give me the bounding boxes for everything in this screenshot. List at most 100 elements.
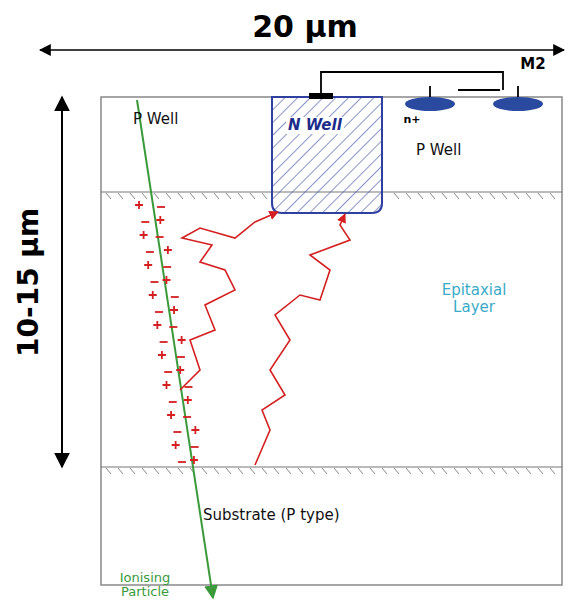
hole-sign [172, 441, 180, 449]
hole-sign [178, 336, 186, 344]
epitaxial-layer: Epitaxial Layer [101, 192, 562, 467]
hatch-tick [226, 193, 231, 199]
electron-sign [173, 431, 181, 433]
hatch-tick [442, 468, 447, 474]
substrate-boundary [101, 466, 562, 467]
p-well-region: P Well [101, 97, 272, 192]
electron-sign [163, 266, 171, 268]
hatch-tick [310, 468, 315, 474]
hatch-tick [538, 193, 543, 199]
electron-sign [178, 461, 186, 463]
gate [458, 89, 500, 91]
hatch-tick [382, 468, 387, 474]
charge-drift-paths [180, 212, 350, 465]
hatch-tick [214, 468, 219, 474]
electron-sign [141, 221, 149, 223]
hatch-tick [190, 193, 195, 199]
hatch-tick [514, 193, 519, 199]
hole-sign [149, 291, 157, 299]
depth-dimension-label: 10-15 µm [15, 207, 46, 356]
metal-wire [321, 72, 503, 93]
hatch-tick [154, 193, 159, 199]
hatch-tick [106, 193, 111, 199]
electron-sign [191, 446, 199, 448]
sensor-block [101, 97, 562, 585]
hatch-tick [526, 193, 531, 199]
hatch-tick [202, 468, 207, 474]
hatch-tick [118, 193, 123, 199]
hatch-tick [334, 468, 339, 474]
electron-sign [155, 311, 163, 313]
hatch-tick [286, 468, 291, 474]
hatch-tick [154, 468, 159, 474]
hole-sign [156, 216, 164, 224]
hatch-tick [454, 468, 459, 474]
hatch-tick [418, 193, 423, 199]
particle-track [137, 100, 213, 598]
hatch-tick [142, 193, 147, 199]
hatch-tick [166, 193, 171, 199]
hatch-tick [214, 193, 219, 199]
hatch-tick [550, 193, 555, 199]
electron-sign [156, 236, 164, 238]
electron-sign [169, 326, 177, 328]
hatch-tick [130, 193, 135, 199]
hatch-tick [442, 193, 447, 199]
hatch-tick [454, 193, 459, 199]
electron-sign [146, 251, 154, 253]
hatch-tick [466, 193, 471, 199]
hatch-tick [178, 193, 183, 199]
n-well-box: N Well [272, 97, 382, 213]
hatch-tick [298, 468, 303, 474]
hatch-tick [406, 193, 411, 199]
hatch-tick [370, 468, 375, 474]
hole-sign [190, 456, 198, 464]
region-label: Substrate (P type) [203, 507, 340, 524]
hatch-tick [406, 468, 411, 474]
hatch-tick [418, 468, 423, 474]
n-well-region [272, 97, 382, 213]
hatch-tick [478, 468, 483, 474]
width-dimension-label: 20 µm [252, 10, 358, 43]
n-plus-diffusion [493, 97, 543, 111]
electron-sign [184, 386, 192, 388]
hatch-tick [322, 468, 327, 474]
hatch-tick [250, 468, 255, 474]
hole-sign [167, 411, 175, 419]
hole-sign [191, 426, 199, 434]
electron-sign [160, 341, 168, 343]
hatch-tick [478, 193, 483, 199]
electron-sign [183, 416, 191, 418]
hatch-tick [118, 468, 123, 474]
hatch-tick [226, 468, 231, 474]
diffusion-label: n+ [403, 114, 420, 126]
electron-sign [150, 281, 158, 283]
hole-sign [184, 396, 192, 404]
hole-sign [176, 366, 184, 374]
hatch-tick [466, 468, 471, 474]
hatch-tick [262, 193, 267, 199]
hatch-tick [550, 468, 555, 474]
hatch-tick [490, 193, 495, 199]
width-dimension [40, 49, 564, 51]
hatch-tick [130, 468, 135, 474]
hole-sign [162, 276, 170, 284]
hatch-tick [202, 193, 207, 199]
hatch-tick [178, 468, 183, 474]
n-plus-diffusion [405, 97, 455, 111]
hole-sign [158, 351, 166, 359]
substrate-region: Substrate (P type) [101, 467, 562, 585]
hole-sign [164, 246, 172, 254]
hatch-tick [106, 468, 111, 474]
electron-sign [157, 206, 165, 208]
hatch-tick [142, 468, 147, 474]
region-label: P Well [133, 111, 178, 128]
hatch-tick [262, 468, 267, 474]
hatch-tick [238, 193, 243, 199]
hatch-tick [538, 468, 543, 474]
hatch-tick [490, 468, 495, 474]
drift-path [180, 212, 278, 390]
electron-sign [171, 296, 179, 298]
hatch-tick [358, 468, 363, 474]
